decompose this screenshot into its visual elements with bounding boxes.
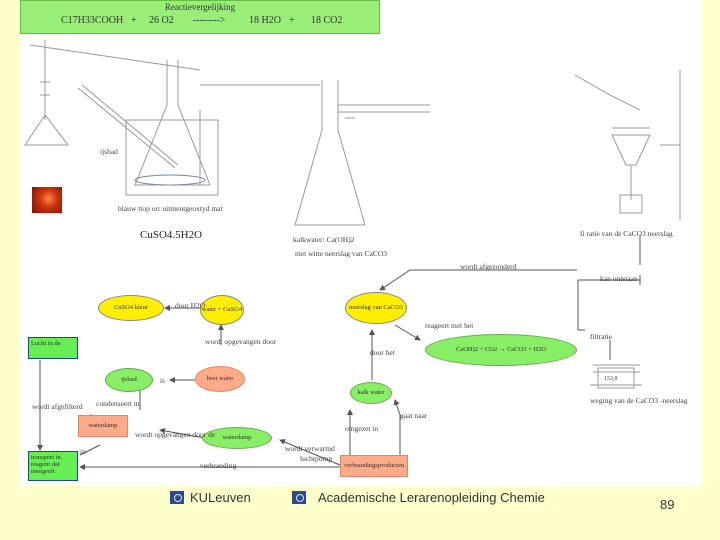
lbl-reageert: reageert met het <box>425 321 474 330</box>
lbl-afgefilterd: wordt afgefilterd <box>32 402 83 411</box>
equation-plus-1: + <box>131 15 137 26</box>
node-water-cuso4: water + CuSO4 <box>200 295 244 325</box>
footer-program: Academische Lerarenopleiding Chemie <box>318 490 545 505</box>
lbl-verwarmd: wordt verwarmd <box>285 444 335 453</box>
equation-reactant: C17H33COOH <box>61 15 124 26</box>
candle-flame-photo <box>32 187 62 213</box>
balance <box>597 367 635 389</box>
node-waterdamp: waterdamp <box>202 427 272 449</box>
slide-canvas <box>20 0 702 486</box>
ijsbad-label: ijsbad <box>100 147 118 156</box>
lbl-condenseert: condenseert in <box>96 399 140 408</box>
equation-arrow: --------> <box>193 15 226 26</box>
equation-title: Reactievergelijking <box>164 2 236 12</box>
equation-plus-2: + <box>289 15 295 26</box>
lbl-afgezonderd: wordt afgezonderd <box>460 262 517 271</box>
ice-bath <box>125 119 219 196</box>
lbl-opgevangen: wordt opgevangen door <box>205 337 277 346</box>
node-kalkwater: kalk water <box>350 382 392 404</box>
kuleuven-logo-icon <box>170 491 184 504</box>
lbl-opgevangen-2: wordt opgevangen door de <box>135 430 216 439</box>
lbl-is: is <box>160 376 166 385</box>
node-transport: transport in reagent dat meegeeft <box>28 451 78 481</box>
lbl-verbranding: verbranding <box>200 461 237 470</box>
filtratie-label: fi ratie van de CaCO3 neerslag <box>580 229 673 238</box>
witte-neerslag-label: met witte neerslag van CaCO3 <box>295 249 388 258</box>
node-neerslag-caco3: neerslag van CaCO3 <box>345 292 407 324</box>
equation-co2: 18 CO2 <box>311 15 343 26</box>
lbl-gaat-naar: gaat naar <box>400 411 428 420</box>
node-ijsbad: ijsbad <box>105 368 153 392</box>
page-number: 89 <box>660 497 675 512</box>
filter-funnel <box>611 134 651 166</box>
equation-oxygen: 26 O2 <box>149 15 174 26</box>
kalkwater-label: kalkwater: Ca(OH)2 <box>293 235 355 244</box>
lbl-omgezet: omgezet in <box>345 424 379 433</box>
limewater-flask <box>294 80 366 226</box>
equation-water: 18 H2O <box>249 15 281 26</box>
cuso4-label: CuSO4.5H2O <box>140 229 203 241</box>
alc-logo-icon <box>292 491 306 504</box>
node-reactie: CaOH)2 + CO2 → CaCO3 + H2O <box>425 334 577 366</box>
node-waterdamp-s: waterdamp <box>78 415 128 437</box>
lbl-door-h2o: door H2O <box>175 301 206 310</box>
lbl-door-het: door het <box>370 348 395 357</box>
lbl-in: in <box>80 447 86 456</box>
balance-readout: 153,8 <box>604 376 618 382</box>
lbl-luchtpomp: luchtpomp <box>300 454 333 463</box>
weging-label: weging van de CaCO3 -neerslag <box>590 396 688 405</box>
footer-university: KULeuven <box>190 490 251 505</box>
node-heet-water: heet water <box>195 366 245 392</box>
lbl-filtratie: filtratie <box>590 332 613 341</box>
left-funnel <box>24 114 70 146</box>
blauw-label: blauw ttop orr uitmentgeoxtyd mat <box>118 204 223 213</box>
reaction-equation-box: Reactievergelijking C17H33COOH + 26 O2 -… <box>20 0 380 34</box>
lbl-kan-ontstaan: kan ontstaan <box>600 274 638 283</box>
node-lucht: Lucht in de <box>28 337 78 359</box>
node-cuso4-kleur: CuSO4 kleur <box>98 295 164 321</box>
node-verbrandingsproducten: verbrandingsproducten <box>340 455 408 477</box>
